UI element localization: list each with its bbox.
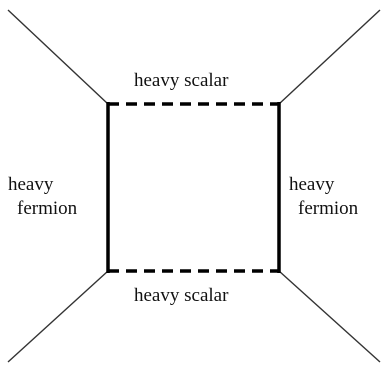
label-right-fermion: fermion xyxy=(298,198,359,219)
label-left-heavy: heavy xyxy=(8,174,54,195)
label-bottom-heavy-scalar: heavy scalar xyxy=(134,285,229,306)
external-leg-bottom-left xyxy=(7,270,109,363)
label-right-heavy: heavy xyxy=(289,174,335,195)
external-leg-top-left xyxy=(7,9,109,105)
label-top-heavy-scalar: heavy scalar xyxy=(134,70,229,91)
external-leg-top-right xyxy=(278,9,381,105)
external-leg-bottom-right xyxy=(278,270,381,363)
label-left-fermion: fermion xyxy=(17,198,78,219)
